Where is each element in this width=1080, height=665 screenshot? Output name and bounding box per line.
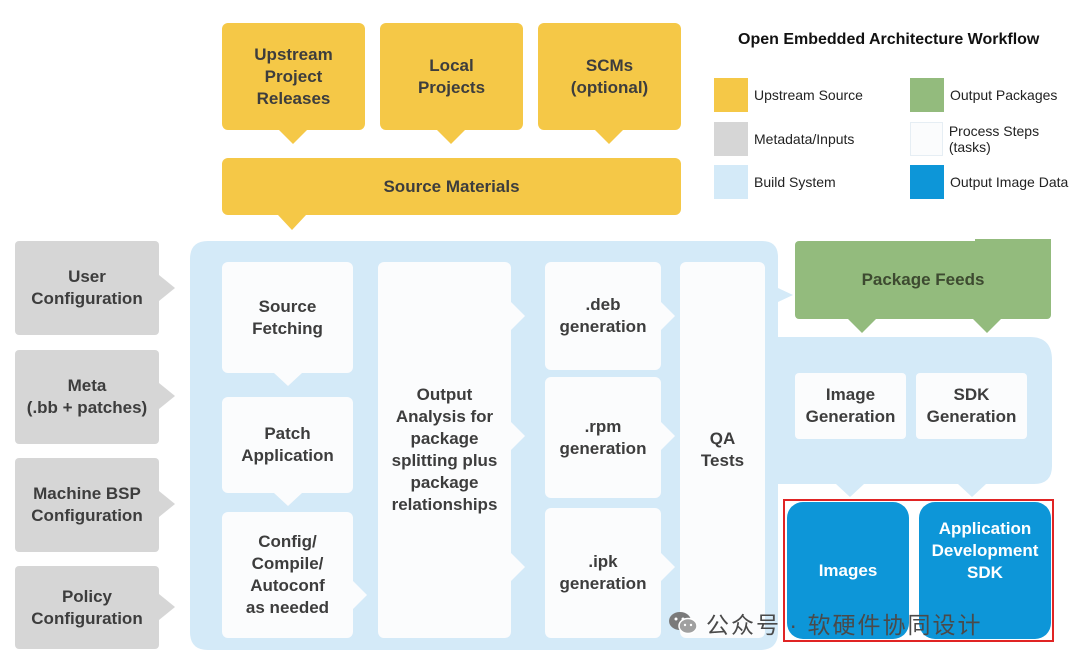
legend-output-packages-swatch <box>910 78 944 112</box>
machine-bsp-pointer <box>159 491 175 517</box>
patch-application-box: Patch Application <box>222 397 353 493</box>
upstream-releases-pointer <box>279 130 307 144</box>
meta-pointer <box>159 383 175 409</box>
patch-application-label: Patch Application <box>241 424 334 465</box>
source-fetching-box: Source Fetching <box>222 262 353 373</box>
config-compile-label: Config/ Compile/ Autoconf as needed <box>245 532 330 617</box>
ipk-pointer <box>661 553 675 581</box>
local-projects-label: Local Projects <box>417 55 486 97</box>
source-fetching-pointer <box>274 373 302 386</box>
deb-pointer <box>661 302 675 330</box>
package-feeds-label-box: Package Feeds <box>795 241 1051 319</box>
upstream-project-releases-box: Upstream Project Releases <box>222 23 365 130</box>
legend-build-system-swatch <box>714 165 748 199</box>
app-dev-sdk-label: Application Development SDK <box>931 518 1039 582</box>
user-config-pointer <box>159 275 175 301</box>
watermark-text: 公众号 · 软硬件协同设计 <box>706 612 983 638</box>
legend-upstream-source-label: Upstream Source <box>754 87 863 103</box>
upstream-project-releases-label: Upstream Project Releases <box>254 44 333 108</box>
rpm-pointer <box>661 422 675 450</box>
local-projects-pointer <box>437 130 465 144</box>
legend-output-image-data-swatch <box>910 165 944 199</box>
package-feeds-label: Package Feeds <box>861 270 985 289</box>
watermark: 公众号 · 软硬件协同设计 <box>668 606 982 640</box>
highlight-frame <box>783 499 1054 642</box>
package-feeds-pointer-right <box>973 319 1001 333</box>
user-configuration-label: User Configuration <box>31 267 143 308</box>
meta-box: Meta (.bb + patches) <box>15 350 159 444</box>
output-analysis-pointer-1 <box>511 302 525 330</box>
config-compile-pointer <box>353 581 367 609</box>
legend-output-packages: Output Packages <box>910 78 1057 112</box>
user-configuration-box: User Configuration <box>15 241 159 335</box>
machine-bsp-label: Machine BSP Configuration <box>31 484 143 525</box>
legend-output-packages-label: Output Packages <box>950 87 1058 103</box>
rpm-generation-label: .rpm generation <box>559 416 647 458</box>
machine-bsp-box: Machine BSP Configuration <box>15 458 159 552</box>
qa-tests-box: QA Tests <box>680 262 765 638</box>
legend-build-system-label: Build System <box>754 174 836 190</box>
source-materials-label: Source Materials <box>383 176 520 196</box>
scms-pointer <box>595 130 623 144</box>
image-generation-label: Image Generation <box>805 385 896 426</box>
meta-label: Meta (.bb + patches) <box>26 376 148 417</box>
output-analysis-pointer-2 <box>511 422 525 450</box>
local-projects-box: Local Projects <box>380 23 523 130</box>
ipk-generation-box: .ipk generation <box>545 508 661 638</box>
legend-output-image-data-label: Output Image Data <box>950 174 1069 190</box>
package-feeds-box <box>795 241 1051 319</box>
legend-process-steps-swatch <box>910 122 943 156</box>
legend-upstream-source: Upstream Source <box>714 78 863 112</box>
legend-build-system: Build System <box>714 165 836 199</box>
config-compile-box: Config/ Compile/ Autoconf as needed <box>222 512 353 638</box>
deb-generation-label: .deb generation <box>559 295 647 336</box>
policy-configuration-label: Policy Configuration <box>31 586 143 628</box>
images-label: Images <box>818 560 878 580</box>
output-analysis-label: Output Analysis for package splitting pl… <box>391 385 498 514</box>
wechat-icon <box>668 610 698 636</box>
legend-upstream-source-swatch <box>714 78 748 112</box>
legend-metadata-inputs-swatch <box>714 122 748 156</box>
legend-process-steps: Process Steps (tasks) <box>910 122 1080 156</box>
scms-label: SCMs (optional) <box>570 55 649 97</box>
package-feeds-tab <box>975 239 1051 247</box>
output-analysis-box: Output Analysis for package splitting pl… <box>378 262 511 638</box>
patch-application-pointer <box>274 493 302 506</box>
sdk-generation-pointer <box>958 484 986 497</box>
ipk-generation-label: .ipk generation <box>559 552 647 593</box>
deb-generation-box: .deb generation <box>545 262 661 370</box>
policy-configuration-box: Policy Configuration <box>15 566 159 649</box>
legend-process-steps-label: Process Steps (tasks) <box>948 123 1040 155</box>
source-materials-box: Source Materials <box>222 158 681 215</box>
sdk-generation-label: SDK Generation <box>926 385 1017 426</box>
sdk-generation-box: SDK Generation <box>916 373 1027 439</box>
output-analysis-pointer-3 <box>511 553 525 581</box>
image-generation-pointer <box>836 484 864 497</box>
qa-tests-label: QA Tests <box>700 429 745 470</box>
diagram-title: Open Embedded Architecture Workflow <box>738 31 1040 48</box>
legend-metadata-inputs: Metadata/Inputs <box>714 122 854 156</box>
policy-pointer <box>159 594 175 620</box>
images-box: Images <box>787 502 909 639</box>
source-materials-pointer <box>278 215 306 230</box>
app-dev-sdk-box: Application Development SDK <box>919 502 1051 639</box>
legend-output-image-data: Output Image Data <box>910 165 1068 199</box>
source-fetching-label: Source Fetching <box>252 296 323 338</box>
rpm-generation-box: .rpm generation <box>545 377 661 498</box>
image-generation-box: Image Generation <box>795 373 906 439</box>
legend-metadata-inputs-label: Metadata/Inputs <box>754 131 855 147</box>
scms-box: SCMs (optional) <box>538 23 681 130</box>
package-feeds-pointer-left <box>848 319 876 333</box>
